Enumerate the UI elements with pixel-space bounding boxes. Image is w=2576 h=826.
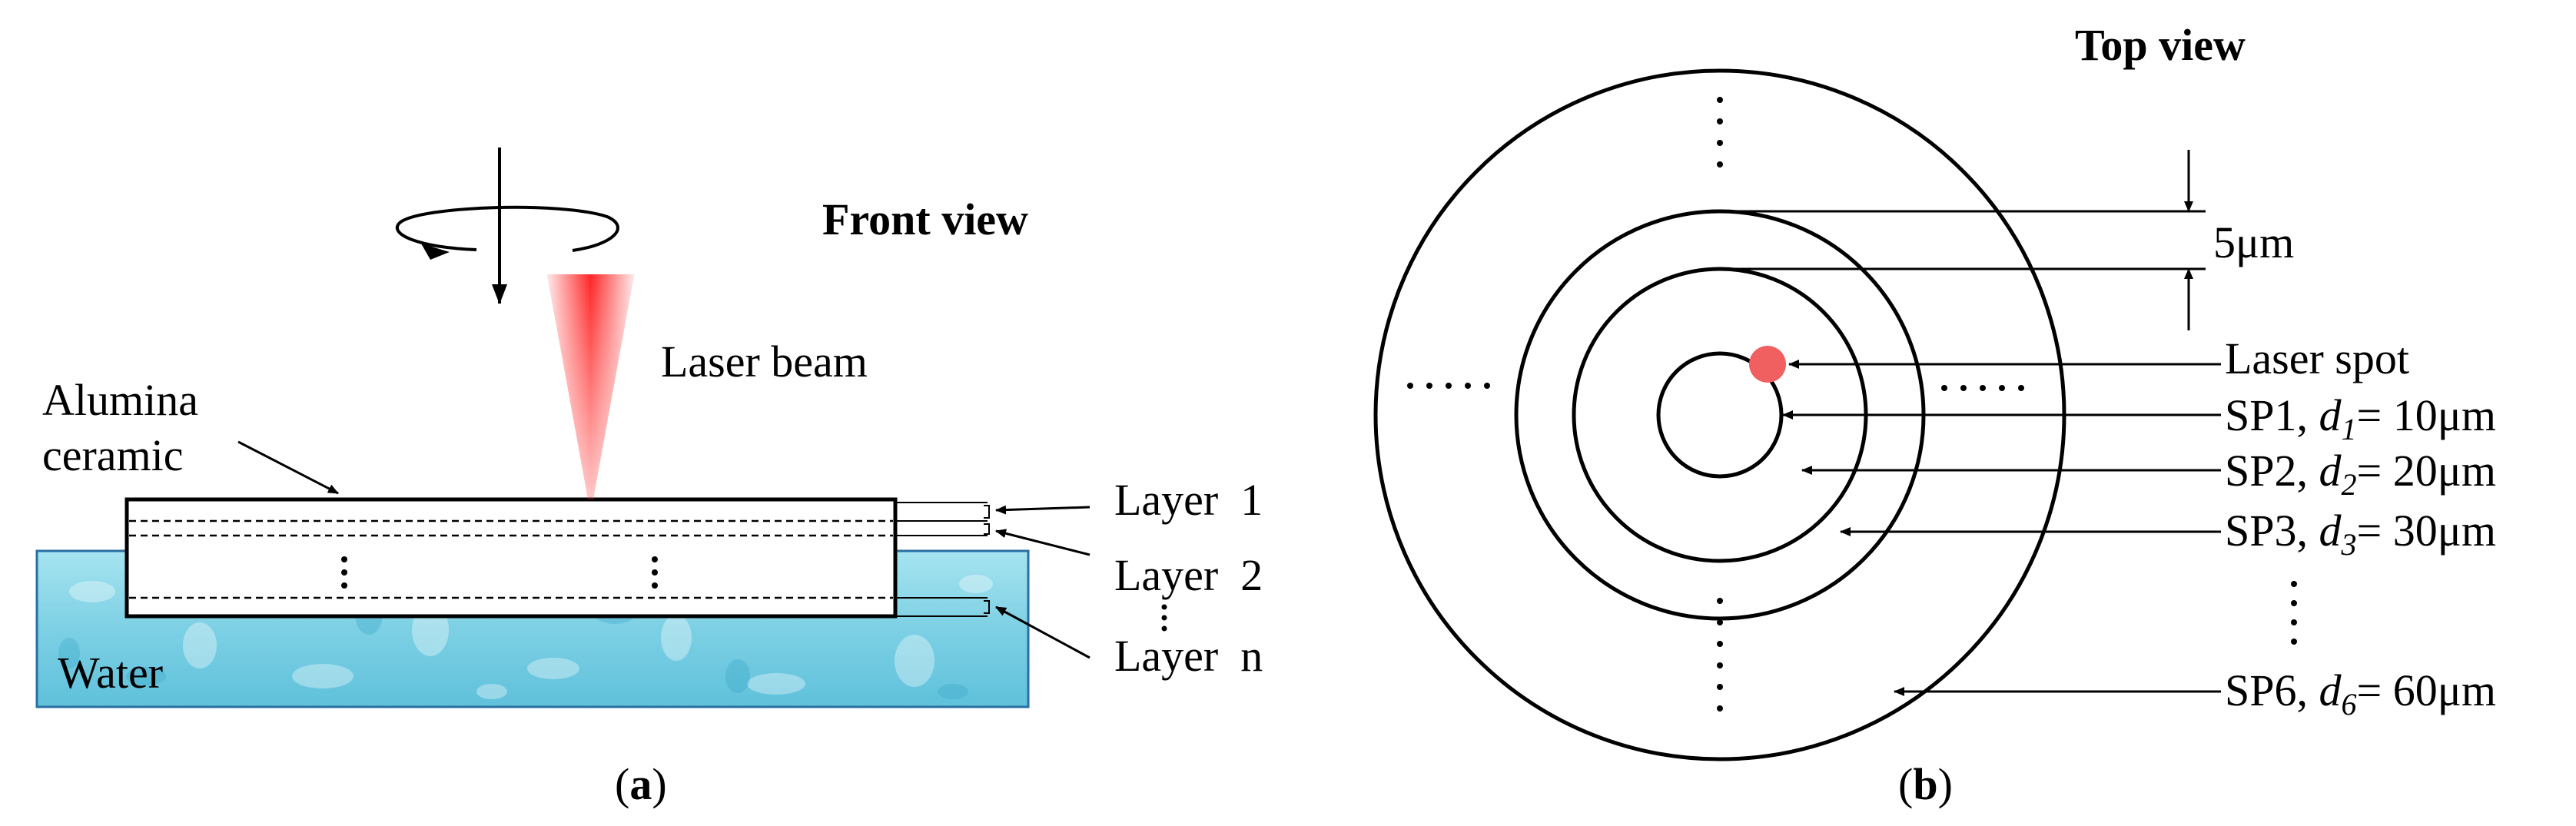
panel-b: Top view 5μm Laser spot SP1, d1= 10μm SP… xyxy=(1373,20,2496,809)
rotation-arrowhead xyxy=(421,244,450,260)
layer-2-label: Layer 2 xyxy=(1114,550,1263,600)
front-view-title: Front view xyxy=(822,194,1028,244)
layer-extension-lines xyxy=(895,502,988,617)
layer-1-label: Layer 1 xyxy=(1114,475,1263,525)
rotation-arc xyxy=(396,205,619,252)
layer-brackets xyxy=(984,505,990,614)
top-view-title: Top view xyxy=(2075,20,2246,70)
water-label: Water xyxy=(58,648,163,698)
layer-n-label: Layer n xyxy=(1114,631,1263,681)
sp3-label: SP3, d3= 30μm xyxy=(2225,506,2496,562)
laser-beam-label: Laser beam xyxy=(661,337,868,386)
laser-beam-glow xyxy=(547,274,634,499)
caption-a: (a) xyxy=(615,759,667,809)
layer-dots-inside xyxy=(341,556,658,589)
sp1-label: SP1, d1= 10μm xyxy=(2225,390,2496,446)
laser-spot xyxy=(1749,346,1786,383)
pitch-dimension xyxy=(1720,150,2206,330)
alumina-ceramic-block xyxy=(124,497,898,619)
alumina-label-line1: Alumina xyxy=(42,375,198,425)
panel-a: Front view Laser beam Alumina ceramic Wa… xyxy=(35,148,1263,809)
alumina-pointer-arrow xyxy=(237,440,339,495)
ring-sp1 xyxy=(1656,351,1784,479)
alumina-label-line2: ceramic xyxy=(42,430,184,480)
caption-b: (b) xyxy=(1898,759,1953,809)
layer-n-arrow xyxy=(995,605,1090,659)
layer-ellipsis-dots xyxy=(1161,604,1167,632)
ring-ellipsis-dots xyxy=(1407,97,2024,712)
laser-spot-label: Laser spot xyxy=(2225,333,2409,383)
layer-1-arrow xyxy=(995,505,1090,515)
pitch-label: 5μm xyxy=(2213,217,2294,267)
spiral-ellipsis-dots xyxy=(2291,581,2297,645)
layer-2-arrow xyxy=(995,529,1090,556)
sp2-label: SP2, d2= 20μm xyxy=(2225,446,2496,502)
sp6-label: SP6, d6= 60μm xyxy=(2225,665,2496,722)
